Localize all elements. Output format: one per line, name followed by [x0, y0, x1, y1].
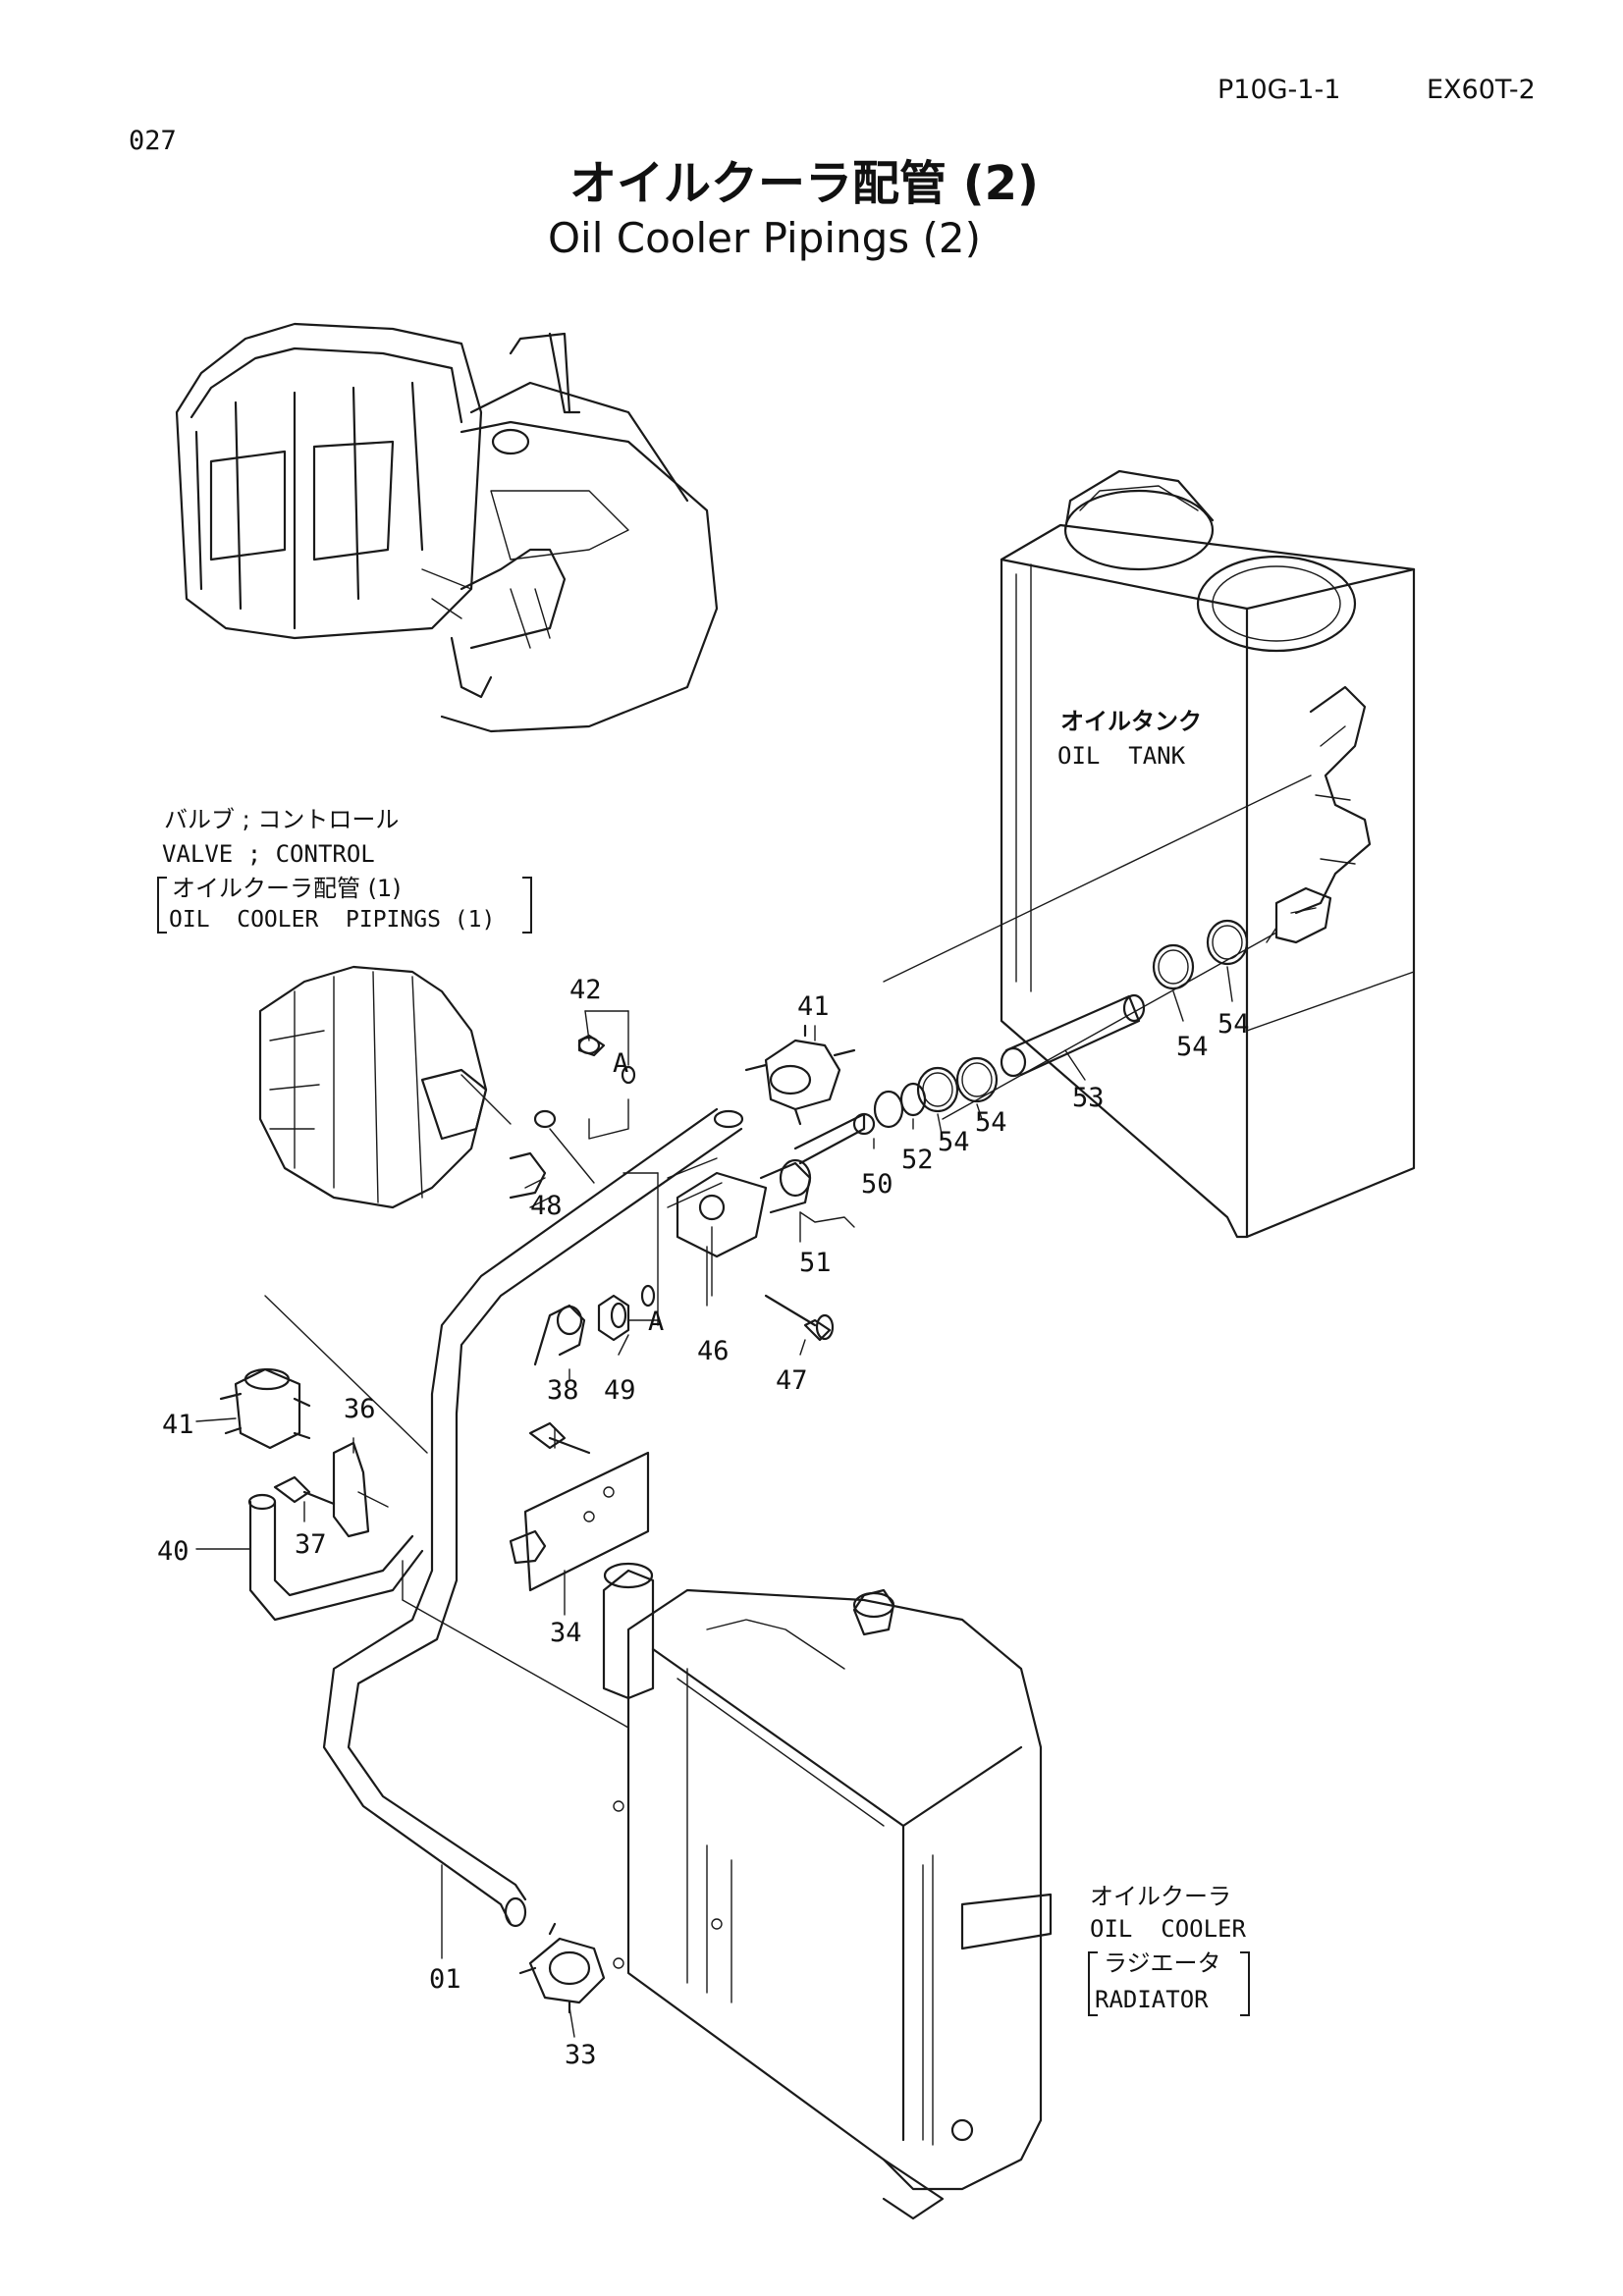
oil-tank-label-en: OIL TANK: [1057, 742, 1186, 770]
oil-cooler-label-jp: オイルクーラ: [1090, 1883, 1231, 1910]
part-number-46: 46: [697, 1336, 730, 1366]
part-number-36: 36: [344, 1394, 376, 1424]
radiator-oil-cooler-illustration: [602, 1562, 1053, 2220]
control-valve-illustration: [258, 965, 488, 1209]
part-number-41-left: 41: [162, 1410, 194, 1440]
page-number: 027: [129, 126, 177, 156]
valve-ref-en: OIL COOLER PIPINGS (1): [169, 907, 496, 933]
oil-cooler-label-en: OIL COOLER: [1090, 1915, 1246, 1943]
part-number-41-top: 41: [797, 991, 830, 1022]
page-code: P10G-1-1: [1217, 75, 1341, 105]
valve-label-jp: バルブ ; コントロール: [164, 806, 400, 833]
part-number-54-c: 54: [1176, 1032, 1209, 1062]
model-code: EX60T-2: [1427, 75, 1536, 105]
part-number-51: 51: [799, 1248, 832, 1278]
excavator-overview-illustration: [175, 322, 719, 733]
pipe-01-illustration: [322, 1107, 744, 1928]
part-number-48: 48: [530, 1191, 563, 1221]
part-number-49: 49: [604, 1375, 636, 1406]
oil-tank-illustration: [1000, 469, 1416, 1239]
clamp-33-illustration: [518, 1922, 606, 2014]
part-number-40: 40: [157, 1536, 189, 1567]
radiator-label-jp: ラジエータ: [1104, 1949, 1221, 1977]
part-number-01: 01: [429, 1964, 461, 1995]
ref-marker-a-bottom: A: [648, 1307, 665, 1337]
part-number-47: 47: [776, 1365, 808, 1396]
part-number-37: 37: [295, 1529, 327, 1560]
part-number-54-b: 54: [975, 1107, 1007, 1138]
valve-ref-jp: オイルクーラ配管 (1): [172, 875, 402, 902]
hose-40-illustration: [219, 1367, 424, 1622]
part-number-38: 38: [547, 1375, 579, 1406]
ref-marker-a-top: A: [613, 1048, 629, 1079]
title-english: Oil Cooler Pipings (2): [548, 214, 981, 262]
radiator-bracket-right: [1240, 1951, 1250, 2016]
fittings-illustration: [509, 919, 1277, 1366]
part-number-54-a: 54: [938, 1127, 970, 1157]
part-number-42: 42: [569, 975, 602, 1005]
part-number-54-d: 54: [1217, 1009, 1250, 1040]
part-number-50: 50: [861, 1169, 893, 1200]
radiator-bracket-left: [1088, 1951, 1098, 2016]
valve-ref-bracket-left: [157, 877, 167, 934]
part-number-34: 34: [550, 1618, 582, 1648]
title-japanese: オイルクーラ配管 (2): [569, 156, 1039, 211]
valve-ref-bracket-right: [522, 877, 532, 934]
leader-lines: [195, 774, 1312, 2038]
bracket-parts-illustration: [273, 1421, 650, 1592]
radiator-label-en: RADIATOR: [1095, 1986, 1209, 2013]
valve-label-en: VALVE ; CONTROL: [162, 840, 375, 868]
oil-tank-label-jp: オイルタンク: [1060, 708, 1202, 735]
part-number-53: 53: [1072, 1083, 1105, 1113]
part-number-52: 52: [901, 1145, 934, 1175]
part-number-33: 33: [565, 2040, 597, 2070]
